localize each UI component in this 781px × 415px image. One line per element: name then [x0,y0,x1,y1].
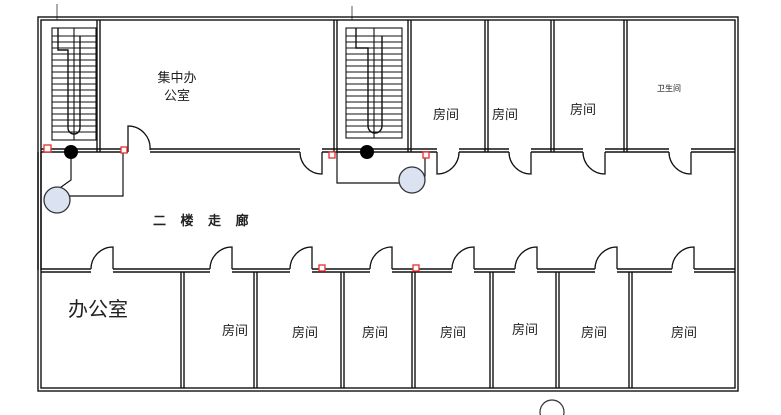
device-dot-left [64,145,78,159]
label-restroom: 卫生间 [657,84,681,93]
corridor-bottom-doors [90,246,695,270]
label-room-bottom-7: 房间 [671,326,698,341]
label-room-top-2: 房间 [492,108,519,123]
stairwell-left [51,4,97,141]
device-wiring [56,151,426,197]
device-circle-left [43,186,71,214]
corridor-bottom-wall [41,268,735,273]
corridor-top-doors [127,125,692,175]
corridor-entrance [37,152,42,270]
label-room-bottom-5: 房间 [512,323,539,338]
label-room-bottom-3: 房间 [362,326,389,341]
device-circle-right [398,166,426,194]
device-dot-right [360,145,374,159]
label-room-bottom-4: 房间 [440,326,467,341]
label-corridor: 二 楼 走 廊 [153,214,254,229]
label-central-office: 集中办公室 [157,71,197,104]
ceiling-devices [43,145,565,415]
label-room-top-3: 房间 [570,103,597,118]
label-room-bottom-2: 房间 [292,326,319,341]
bottom-row-walls [180,272,633,388]
top-row-walls [96,20,628,152]
stairwell-right [345,6,403,139]
label-room-top-1: 房间 [433,108,460,123]
red-markers [43,144,430,272]
label-room-bottom-6: 房间 [581,326,608,341]
label-room-bottom-1: 房间 [222,324,249,339]
corridor-top-wall [41,148,735,153]
label-office: 办公室 [68,297,128,321]
device-circle-bottom [539,399,565,415]
